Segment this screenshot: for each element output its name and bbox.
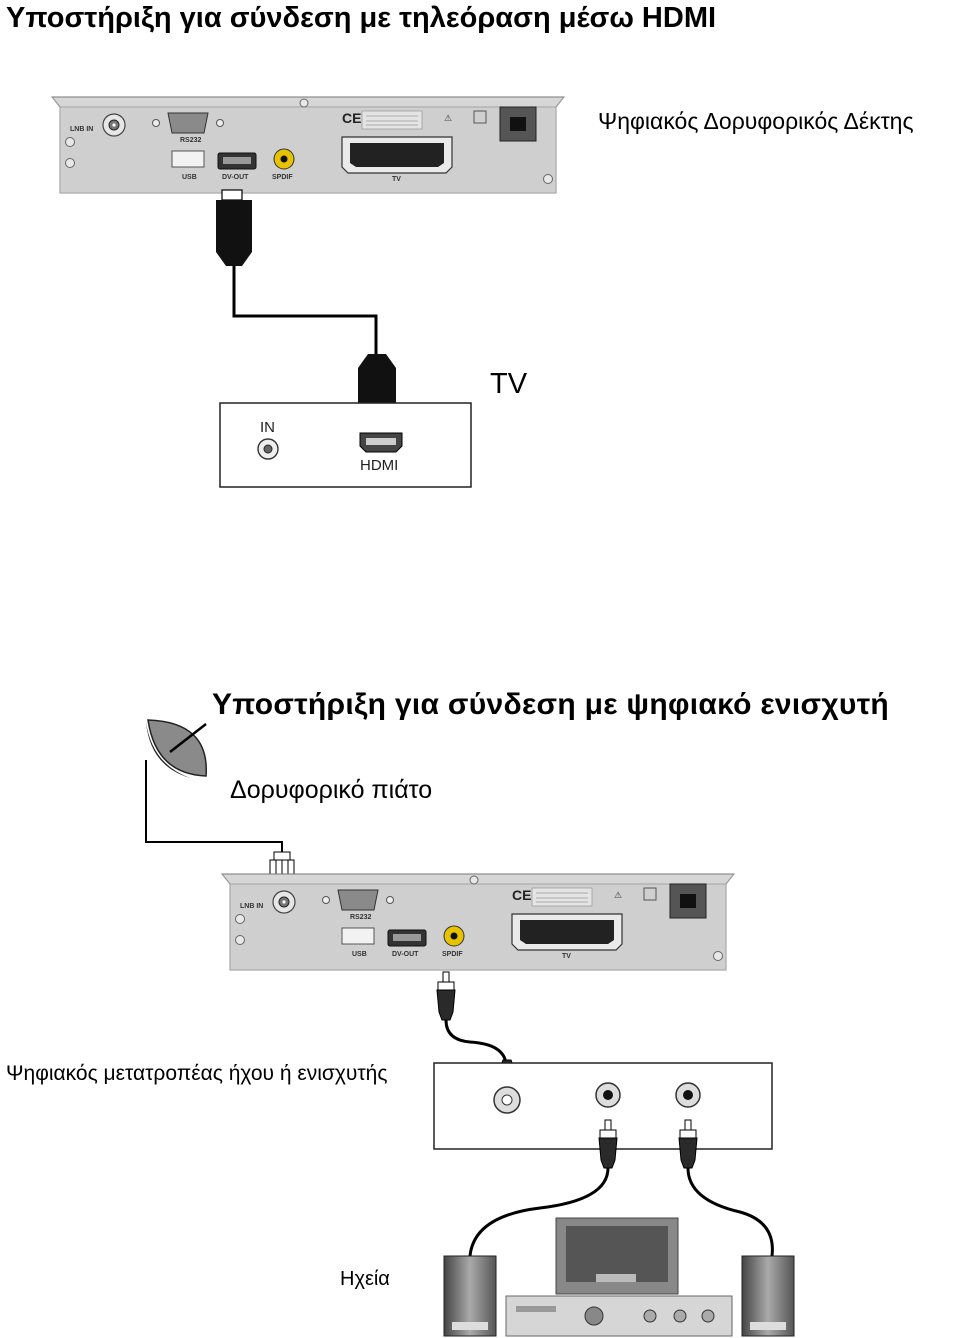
- dv-out-port-label: DV-OUT: [392, 951, 419, 958]
- rs232-port-label: RS232: [350, 914, 372, 921]
- hdmi-cable: [216, 189, 396, 431]
- lnb-in-port-label: LNB IN: [240, 903, 263, 910]
- lnb-cable-connector: [269, 851, 295, 875]
- speakers-icon: [443, 1217, 795, 1337]
- dv-out-port-label: DV-OUT: [222, 174, 249, 181]
- receiver-rear-panel-2: LNB IN RS232 USB DV-OUT SPDIF TV: [221, 873, 735, 971]
- dish-label: Δορυφορικό πιάτο: [230, 776, 433, 804]
- receiver-rear-panel-1: LNB IN RS232 USB DV-OUT SPDIF TV: [51, 96, 565, 194]
- tv-scart-port-label: TV: [562, 953, 571, 960]
- speakers-label: Ηχεία: [340, 1268, 390, 1290]
- amplifier-label: Ψηφιακός μετατροπέας ήχου ή ενισχυτής: [6, 1062, 388, 1085]
- spdif-port-label: SPDIF: [272, 174, 293, 181]
- usb-port-label: USB: [352, 951, 367, 958]
- tv-scart-port-label: TV: [392, 176, 401, 183]
- rs232-port-label: RS232: [180, 137, 202, 144]
- amp-section-title: Υποστήριξη για σύνδεση με ψηφιακό ενισχυ…: [212, 688, 890, 721]
- spdif-port-label: SPDIF: [442, 951, 463, 958]
- lnb-in-port-label: LNB IN: [70, 126, 93, 133]
- hdmi-section-title: Υποστήριξη για σύνδεση με τηλεόραση μέσω…: [6, 2, 717, 34]
- usb-port-label: USB: [182, 174, 197, 181]
- amplifier-rear-panel: [433, 1062, 773, 1150]
- tv-rear-panel: IN HDMI: [219, 402, 472, 488]
- tv-hdmi-port-label: HDMI: [360, 457, 398, 474]
- receiver-label: Ψηφιακός Δορυφορικός Δέκτης: [598, 108, 914, 134]
- tv-label: TV: [490, 368, 528, 400]
- spdif-cable: [436, 971, 517, 1109]
- satellite-dish-icon: [145, 719, 283, 852]
- speaker-cables: [468, 1119, 774, 1257]
- tv-in-port-label: IN: [260, 419, 275, 436]
